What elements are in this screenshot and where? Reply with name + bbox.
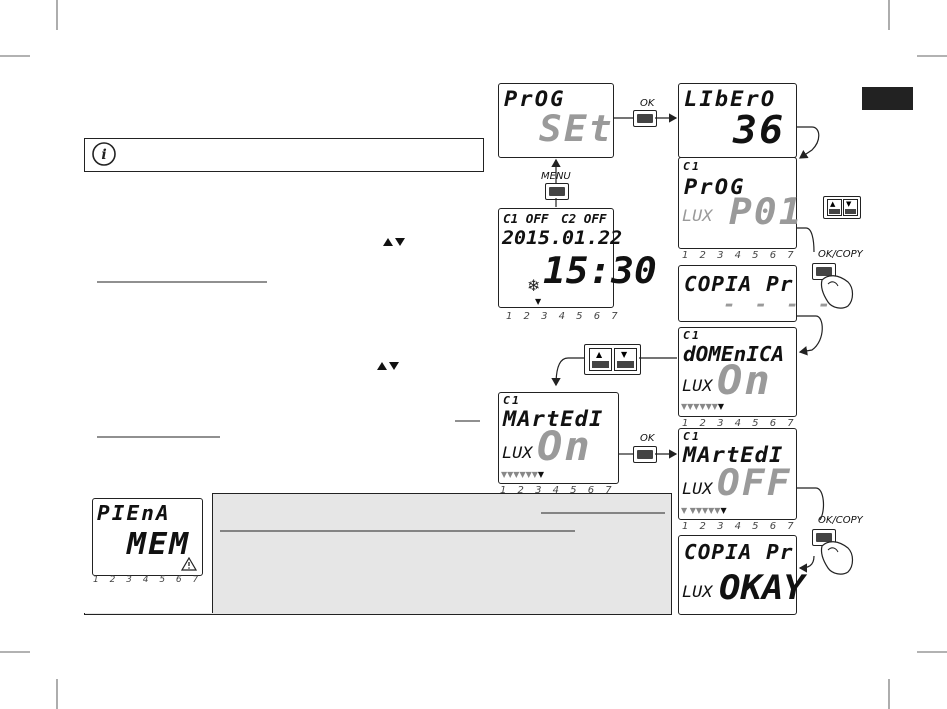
days-row: 1 2 3 4 5 6 7 bbox=[506, 311, 622, 322]
ok-copy-button-label: OK/COPY bbox=[818, 249, 863, 260]
lcd-c1: C1 bbox=[683, 160, 702, 173]
menu-button-label: MENU bbox=[541, 171, 571, 182]
lcd-martedi-off: C1 MArtEdI LUX OFF ▼ ▼▼▼▼▼▼ bbox=[678, 428, 797, 520]
memory-full-panel: PIEnA MEM 1 2 3 4 5 6 7 bbox=[84, 493, 213, 613]
day-markers-icon: ▼▼▼▼▼▼▼ bbox=[681, 402, 725, 411]
days-row: 1 2 3 4 5 6 7 bbox=[93, 575, 203, 585]
info-note-box: i bbox=[84, 138, 484, 172]
lcd-lux: LUX bbox=[682, 582, 713, 601]
up-arrow-icon: ▲ bbox=[596, 350, 603, 359]
lcd-line1: PrOG bbox=[504, 87, 566, 111]
lcd-libero: LIbErO 36 bbox=[678, 83, 797, 158]
ok-button-label: OK bbox=[640, 98, 655, 109]
days-row: 1 2 3 4 5 6 7 bbox=[500, 485, 616, 496]
text-area-marks bbox=[97, 238, 480, 438]
ok-button[interactable] bbox=[633, 446, 657, 463]
lcd-time: 15:30 bbox=[543, 251, 657, 292]
lcd-line2-blinking: SEt bbox=[539, 109, 614, 150]
up-down-buttons[interactable]: ▲ ▼ bbox=[584, 344, 641, 375]
snowflake-icon: ❄ bbox=[527, 276, 541, 295]
lcd-c1: C1 bbox=[683, 430, 702, 443]
finger-press-icon bbox=[820, 541, 854, 575]
ok-button-label: OK bbox=[640, 433, 655, 444]
up-arrow-icon: ▲ bbox=[830, 200, 836, 208]
down-arrow-icon: ▼ bbox=[846, 200, 852, 208]
lcd-line2-blinking: On bbox=[717, 358, 772, 404]
lcd-copia-dots: COPIA Pr - - - - bbox=[678, 265, 830, 322]
lcd-lux: LUX bbox=[682, 479, 713, 498]
days-row: 1 2 3 4 5 6 7 bbox=[682, 418, 798, 429]
ok-copy-button-label: OK/COPY bbox=[818, 515, 863, 526]
down-button[interactable]: ▼ bbox=[614, 348, 637, 371]
lcd-line2-blinking: OFF bbox=[717, 463, 792, 504]
up-button[interactable]: ▲ bbox=[589, 348, 612, 371]
lcd-prog-p01: C1 PrOG LUX P01 bbox=[678, 157, 801, 249]
lcd-line1: PrOG bbox=[684, 175, 746, 199]
lcd-piena-mem: PIEnA MEM bbox=[92, 498, 203, 576]
lcd-line2-blinking: P01 bbox=[729, 192, 804, 233]
lcd-lux: LUX bbox=[502, 443, 533, 462]
days-row: 1 2 3 4 5 6 7 bbox=[682, 250, 798, 261]
finger-press-icon bbox=[820, 275, 854, 309]
lcd-c1-status: C1 OFF bbox=[503, 212, 549, 226]
lcd-line1: MArtEdI bbox=[683, 443, 784, 467]
lcd-line1: COPIA Pr bbox=[684, 272, 794, 296]
down-button[interactable]: ▼ bbox=[843, 199, 858, 216]
days-row: 1 2 3 4 5 6 7 bbox=[682, 521, 798, 532]
lcd-line2-blinking: - - - - bbox=[723, 292, 834, 316]
info-icon: i bbox=[92, 142, 116, 166]
lcd-home-clock: C1 OFF C2 OFF 2015.01.22 15:30 ❄ ▼ bbox=[498, 208, 657, 308]
lcd-martedi-on: C1 MArtEdI LUX On ▼▼▼▼▼▼▼ bbox=[498, 392, 619, 484]
lcd-line1: dOMEnICA bbox=[683, 342, 785, 366]
lcd-line1: LIbErO bbox=[684, 87, 777, 111]
lcd-line2: MEM bbox=[127, 527, 191, 562]
lcd-line2: 36 bbox=[733, 108, 786, 152]
lcd-line2: OKAY bbox=[719, 568, 805, 608]
day-marker-icon: ▼ bbox=[535, 297, 542, 306]
warning-icon bbox=[181, 557, 197, 571]
lcd-line1: COPIA Pr bbox=[684, 540, 794, 564]
up-down-buttons[interactable]: ▲ ▼ bbox=[823, 196, 861, 219]
lcd-domenica: C1 dOMEnICA LUX On ▼▼▼▼▼▼▼ bbox=[678, 327, 797, 417]
lcd-date: 2015.01.22 bbox=[502, 227, 623, 249]
up-button[interactable]: ▲ bbox=[827, 199, 842, 216]
lcd-line2-blinking: On bbox=[537, 424, 592, 470]
lcd-c1: C1 bbox=[683, 329, 702, 342]
svg-text:i: i bbox=[101, 147, 106, 163]
menu-button[interactable] bbox=[545, 183, 569, 200]
lcd-c2-status: C2 OFF bbox=[561, 212, 607, 226]
lcd-line1: PIEnA bbox=[97, 501, 171, 525]
lcd-prog-set: PrOG SEt bbox=[498, 83, 614, 158]
lcd-lux: LUX bbox=[682, 376, 713, 395]
lcd-lux: LUX bbox=[682, 206, 713, 225]
day-markers-icon: ▼ ▼▼▼▼▼▼ bbox=[681, 506, 727, 515]
lcd-copia-okay: COPIA Pr LUX OKAY bbox=[678, 535, 805, 615]
lcd-c1: C1 bbox=[503, 394, 522, 407]
day-markers-icon: ▼▼▼▼▼▼▼ bbox=[501, 470, 545, 479]
section-tab bbox=[862, 87, 913, 110]
down-arrow-icon: ▼ bbox=[621, 350, 628, 359]
ok-button[interactable] bbox=[633, 110, 657, 127]
lcd-line1: MArtEdI bbox=[503, 407, 604, 431]
